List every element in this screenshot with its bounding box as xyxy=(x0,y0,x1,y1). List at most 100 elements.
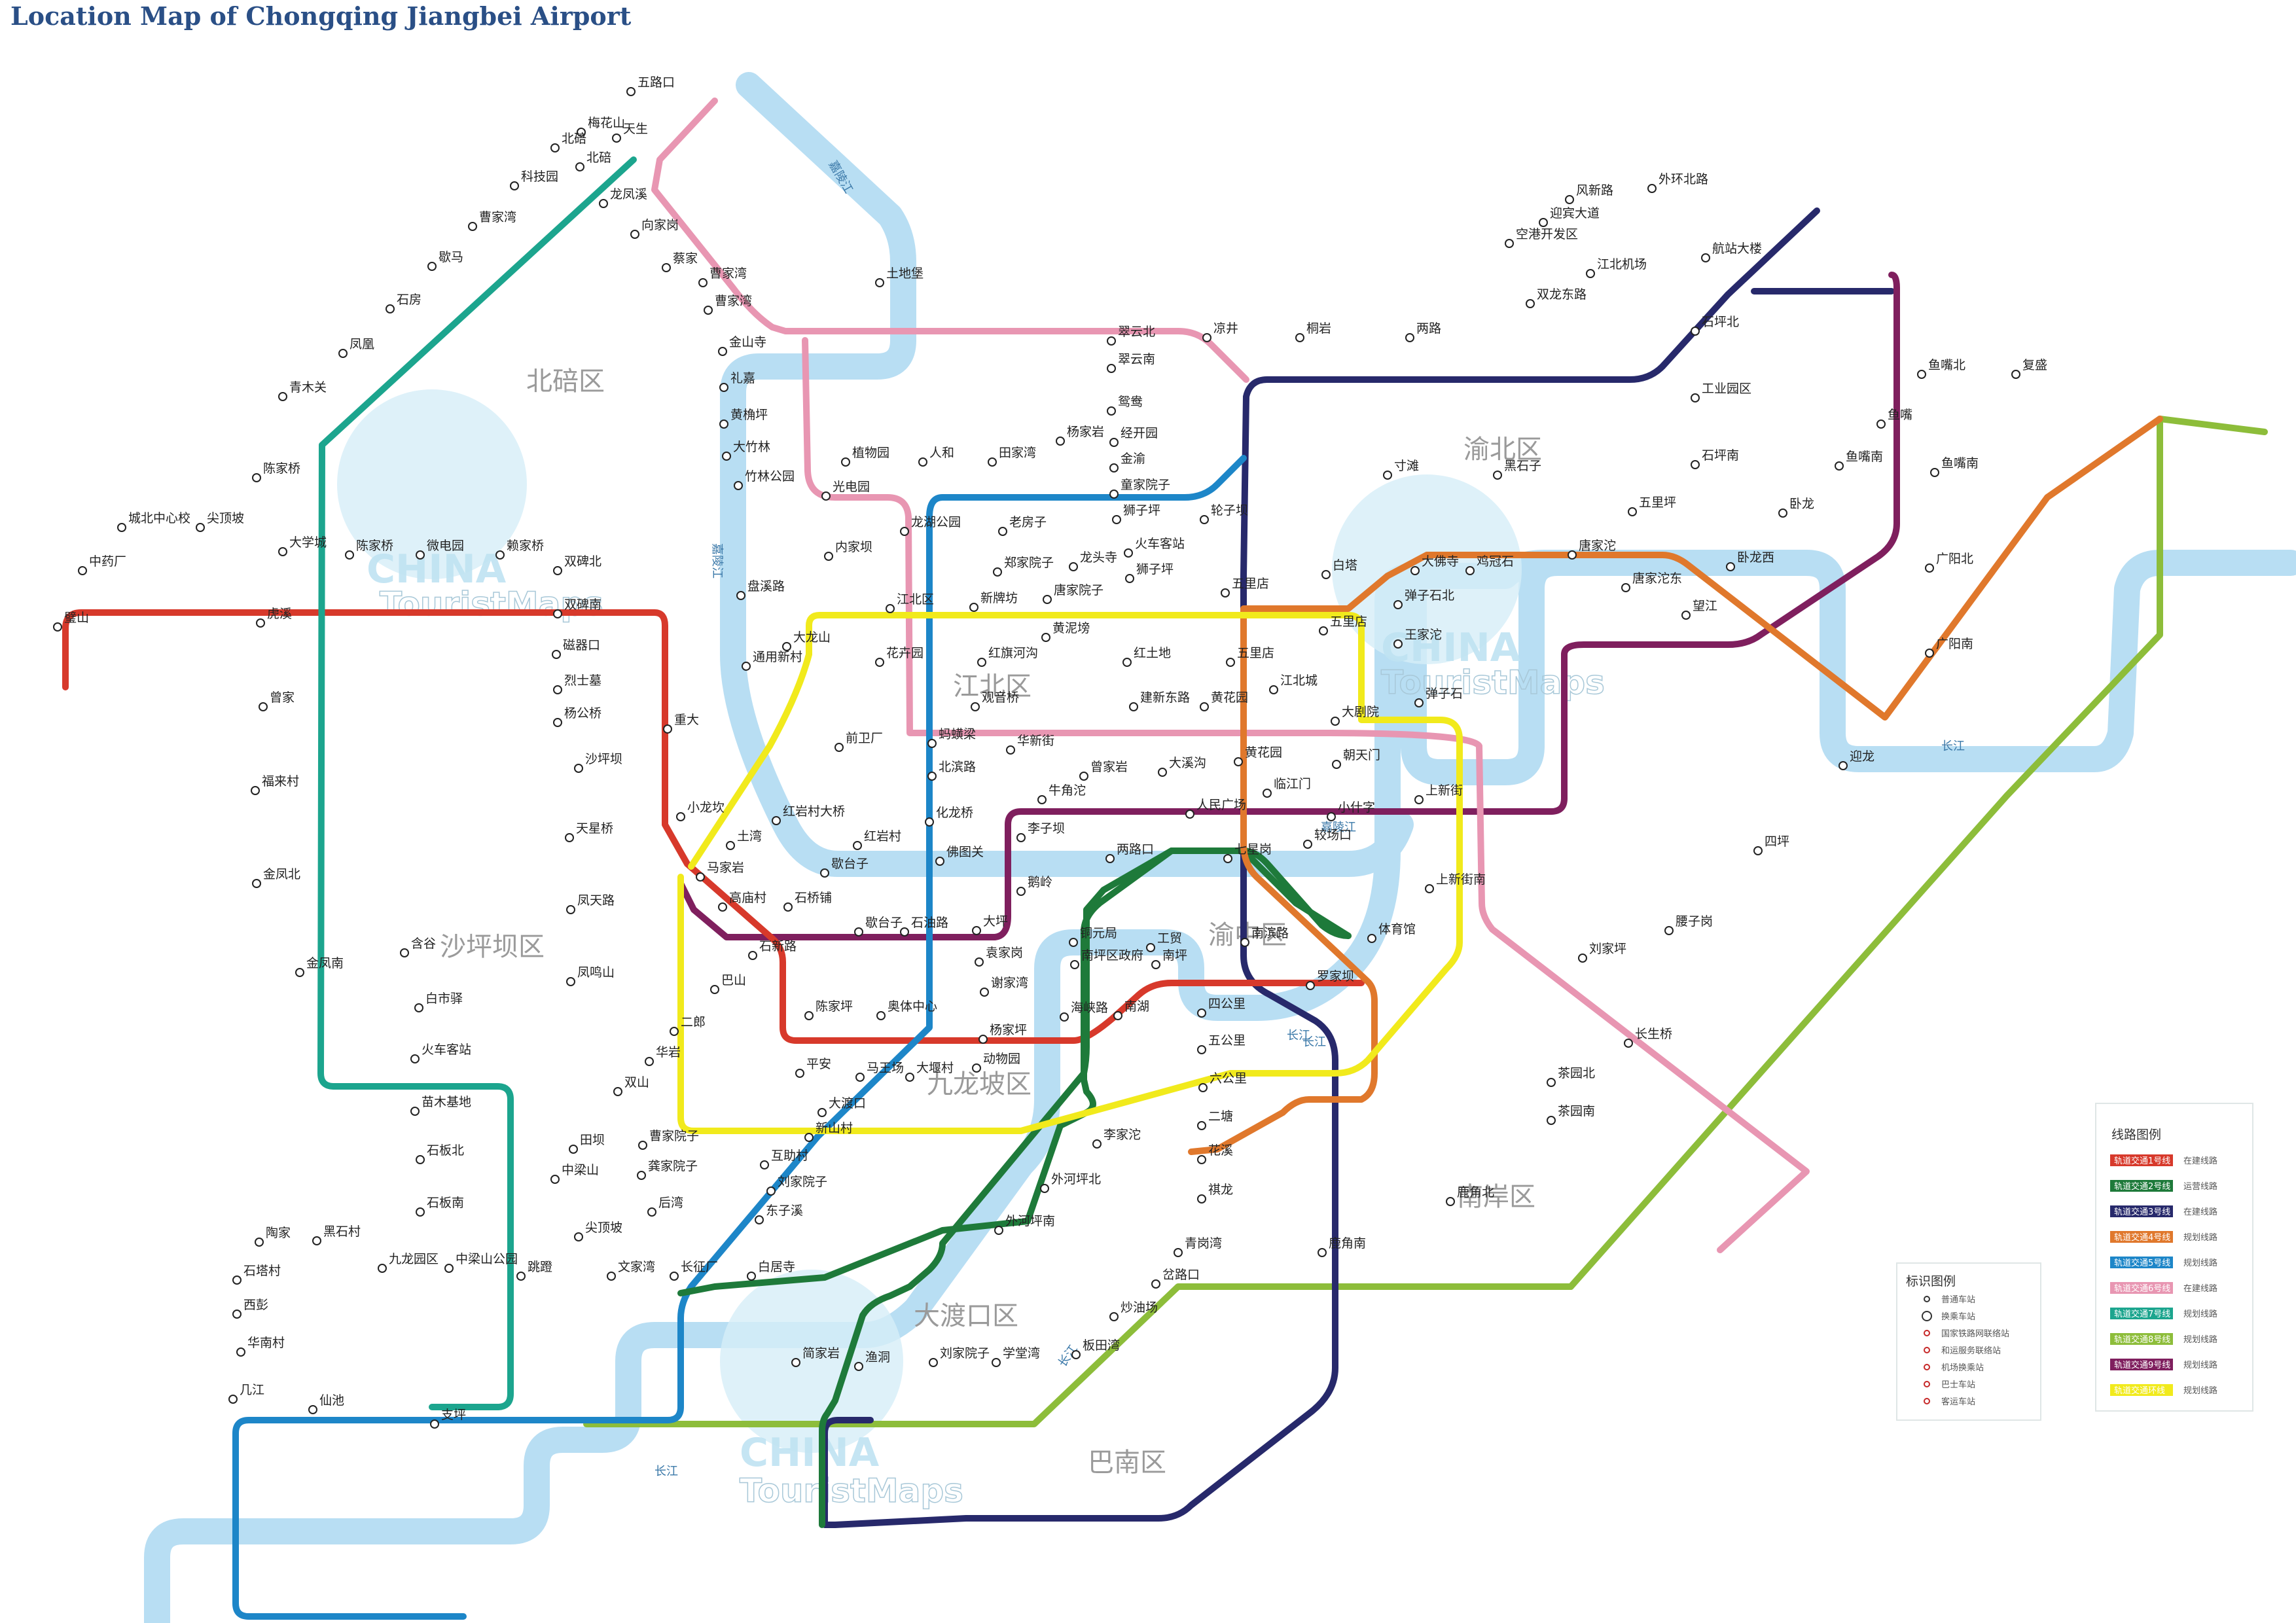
station-marker[interactable] xyxy=(1624,1039,1633,1048)
station[interactable]: 长生桥 xyxy=(1624,1027,1672,1048)
station[interactable]: 大学城 xyxy=(278,535,327,556)
station[interactable]: 鹿角南 xyxy=(1318,1236,1366,1257)
station[interactable]: 奥体中心 xyxy=(876,999,937,1020)
station[interactable]: 石塔村 xyxy=(232,1264,281,1285)
station[interactable]: 支坪 xyxy=(430,1408,466,1429)
station-marker[interactable] xyxy=(1197,1194,1206,1204)
station-marker[interactable] xyxy=(430,1419,439,1429)
station[interactable]: 江北机场 xyxy=(1586,257,1647,278)
station[interactable]: 长征厂 xyxy=(670,1260,718,1281)
station-marker[interactable] xyxy=(918,457,927,467)
station-marker[interactable] xyxy=(1060,1012,1069,1022)
station-marker[interactable] xyxy=(1393,600,1403,609)
station[interactable]: 火车客站 xyxy=(1124,537,1185,558)
station[interactable]: 金凤南 xyxy=(295,956,344,977)
station-marker[interactable] xyxy=(804,1011,814,1020)
station-marker[interactable] xyxy=(416,550,425,560)
station-marker[interactable] xyxy=(1778,508,1787,518)
station-marker[interactable] xyxy=(1410,566,1420,575)
station-marker[interactable] xyxy=(791,1358,800,1367)
station-marker[interactable] xyxy=(278,392,287,401)
station-marker[interactable] xyxy=(1414,698,1424,707)
station[interactable]: 北碚 xyxy=(550,132,586,152)
station[interactable]: 茶园北 xyxy=(1547,1066,1595,1087)
station-marker[interactable] xyxy=(927,739,937,748)
station-marker[interactable] xyxy=(255,1238,264,1247)
station[interactable]: 平安 xyxy=(795,1057,831,1078)
station[interactable]: 陈家桥 xyxy=(252,461,300,482)
station-marker[interactable] xyxy=(345,550,354,560)
station[interactable]: 广阳南 xyxy=(1925,637,1973,658)
station-marker[interactable] xyxy=(992,1358,1001,1367)
station[interactable]: 人民广场 xyxy=(1185,798,1246,819)
station-marker[interactable] xyxy=(1414,795,1424,804)
station-marker[interactable] xyxy=(993,567,1002,577)
station-marker[interactable] xyxy=(1839,761,1848,770)
station-marker[interactable] xyxy=(400,948,409,957)
station-marker[interactable] xyxy=(1240,938,1249,947)
station-marker[interactable] xyxy=(626,87,636,96)
station[interactable]: 童家院子 xyxy=(1109,478,1170,499)
station-marker[interactable] xyxy=(853,841,862,850)
station-marker[interactable] xyxy=(1835,461,1844,471)
station-marker[interactable] xyxy=(468,222,477,231)
station[interactable]: 大堰村 xyxy=(905,1061,954,1082)
station-marker[interactable] xyxy=(612,134,621,143)
station-marker[interactable] xyxy=(1621,583,1630,592)
station-marker[interactable] xyxy=(1383,471,1392,480)
station-marker[interactable] xyxy=(1628,507,1637,516)
station-marker[interactable] xyxy=(645,1057,654,1066)
station[interactable]: 华岩 xyxy=(645,1045,681,1066)
station[interactable]: 鱼嘴北 xyxy=(1917,358,1965,379)
station-marker[interactable] xyxy=(232,1275,242,1285)
station-marker[interactable] xyxy=(78,566,87,575)
station-marker[interactable] xyxy=(736,591,745,600)
station[interactable]: 五里店 xyxy=(1226,646,1274,667)
station-marker[interactable] xyxy=(1753,846,1763,855)
station-marker[interactable] xyxy=(550,143,560,152)
station[interactable]: 梅花山 xyxy=(577,116,625,137)
station[interactable]: 两路 xyxy=(1405,321,1441,342)
station[interactable]: 小龙坎 xyxy=(676,800,725,821)
station-marker[interactable] xyxy=(1393,639,1403,649)
station-marker[interactable] xyxy=(575,162,584,171)
station[interactable]: 几江 xyxy=(228,1383,264,1404)
station-marker[interactable] xyxy=(766,1186,776,1196)
station-marker[interactable] xyxy=(998,527,1007,536)
station-marker[interactable] xyxy=(278,547,287,556)
station-marker[interactable] xyxy=(259,702,268,711)
station[interactable]: 重大 xyxy=(663,713,699,734)
station-marker[interactable] xyxy=(1197,1121,1206,1130)
station[interactable]: 含谷 xyxy=(400,936,436,957)
station-marker[interactable] xyxy=(607,1272,616,1281)
station-marker[interactable] xyxy=(2011,370,2020,379)
station[interactable]: 牛角沱 xyxy=(1037,783,1086,804)
station-marker[interactable] xyxy=(516,1272,526,1281)
station-marker[interactable] xyxy=(972,1063,981,1073)
station-marker[interactable] xyxy=(670,1027,679,1036)
station-marker[interactable] xyxy=(638,1141,647,1150)
station[interactable]: 江北城 xyxy=(1269,673,1318,694)
station[interactable]: 鱼嘴南 xyxy=(1930,456,1979,477)
station-marker[interactable] xyxy=(252,473,261,482)
station[interactable]: 郑家院子 xyxy=(993,556,1054,577)
station-marker[interactable] xyxy=(1664,926,1674,935)
station[interactable]: 罗家坝 xyxy=(1306,969,1354,990)
station-marker[interactable] xyxy=(876,1011,886,1020)
station[interactable]: 二塘 xyxy=(1197,1109,1233,1130)
station[interactable]: 唐家沱 xyxy=(1568,539,1616,560)
station-marker[interactable] xyxy=(1331,717,1340,726)
station[interactable]: 璧山 xyxy=(53,611,89,632)
station[interactable]: 铜元局 xyxy=(1069,926,1117,947)
station[interactable]: 凤天路 xyxy=(566,893,615,914)
station-marker[interactable] xyxy=(1234,757,1243,766)
station[interactable]: 杨家岩 xyxy=(1056,425,1104,446)
station-marker[interactable] xyxy=(663,724,672,734)
station-marker[interactable] xyxy=(599,199,608,208)
station[interactable]: 望江 xyxy=(1681,599,1717,620)
station-marker[interactable] xyxy=(416,1155,425,1164)
station[interactable]: 翠云北 xyxy=(1107,325,1155,346)
station[interactable]: 海峡路 xyxy=(1060,1001,1108,1022)
station-marker[interactable] xyxy=(553,609,562,618)
station-marker[interactable] xyxy=(1526,299,1535,308)
